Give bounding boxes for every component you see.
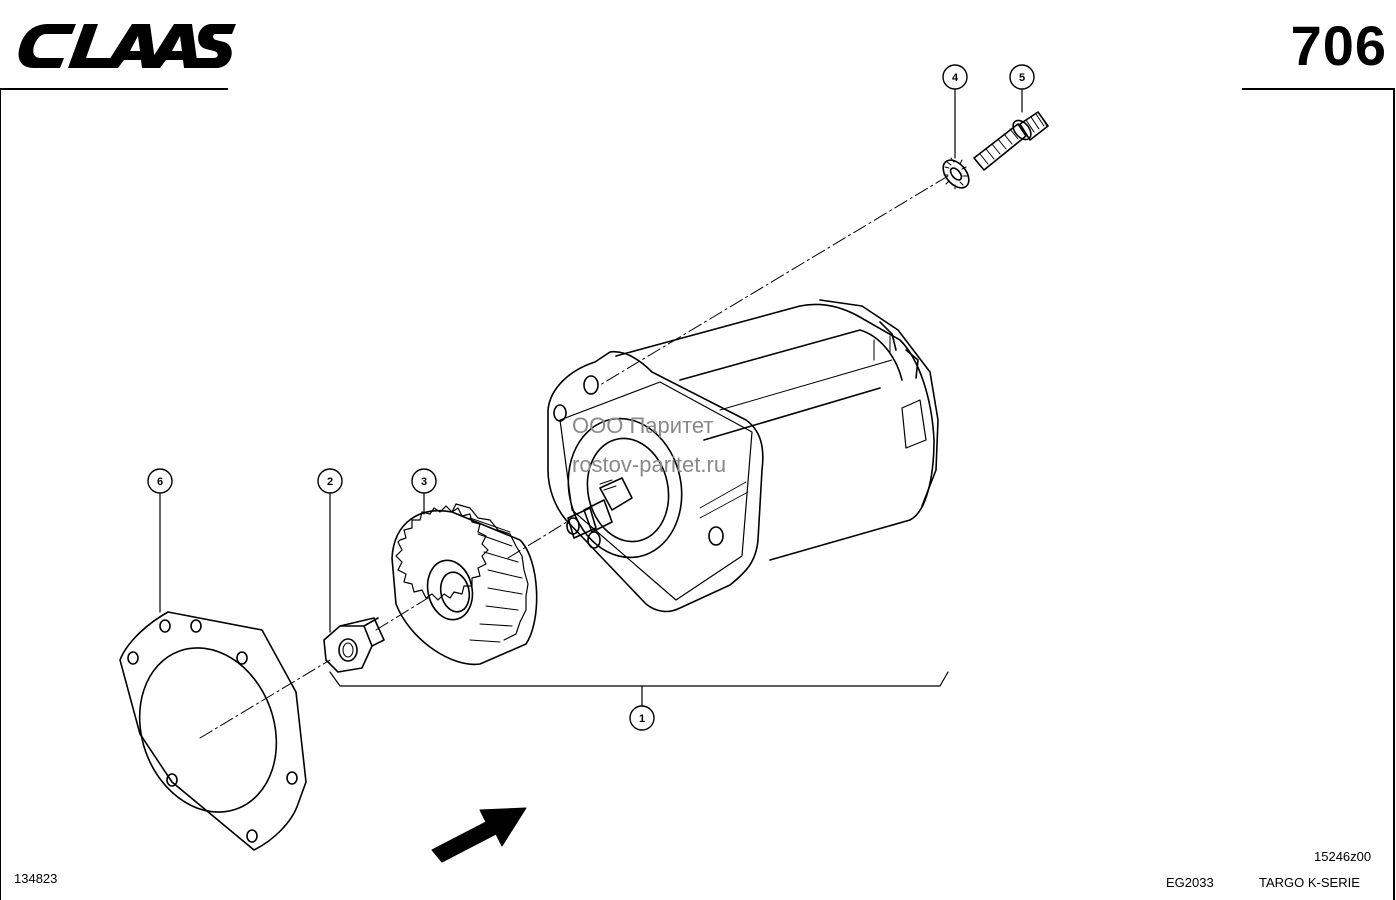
nut-part-2: [323, 617, 385, 673]
callout-label-5: 5: [1019, 72, 1025, 84]
machine-series: TARGO K-SERIE: [1259, 875, 1360, 890]
center-axis-lines: [199, 175, 949, 739]
stud-part-5: [973, 111, 1049, 171]
leader-lines: [159, 89, 1023, 633]
callout-label-6: 6: [157, 476, 163, 488]
assembly-bracket-line: [329, 671, 949, 707]
gear-part-3: [391, 503, 538, 666]
callout-label-4: 4: [952, 72, 959, 84]
drawing-frame: [0, 88, 1395, 900]
document-number: 134823: [14, 871, 58, 886]
gasket-part-6: [119, 611, 307, 851]
watermark-website: rostov-paritet.ru: [572, 452, 727, 477]
washer-part-4: [942, 157, 970, 190]
callout-label-2: 2: [327, 476, 333, 488]
header-rule-right: [1242, 88, 1394, 90]
figure-reference: 15246z00: [1314, 849, 1372, 864]
page-number: 706: [1290, 14, 1387, 77]
callout-label-3: 3: [421, 476, 427, 488]
group-code: EG2033: [1166, 875, 1214, 890]
claas-logo: [18, 24, 236, 68]
header-rule-left: [0, 88, 228, 90]
hydraulic-pump-assembly: [547, 299, 939, 613]
callout-circles: [147, 64, 1035, 731]
direction-arrow: [431, 807, 527, 863]
watermark-company: ООО Паритет: [572, 413, 714, 438]
callout-label-1: 1: [639, 713, 645, 725]
